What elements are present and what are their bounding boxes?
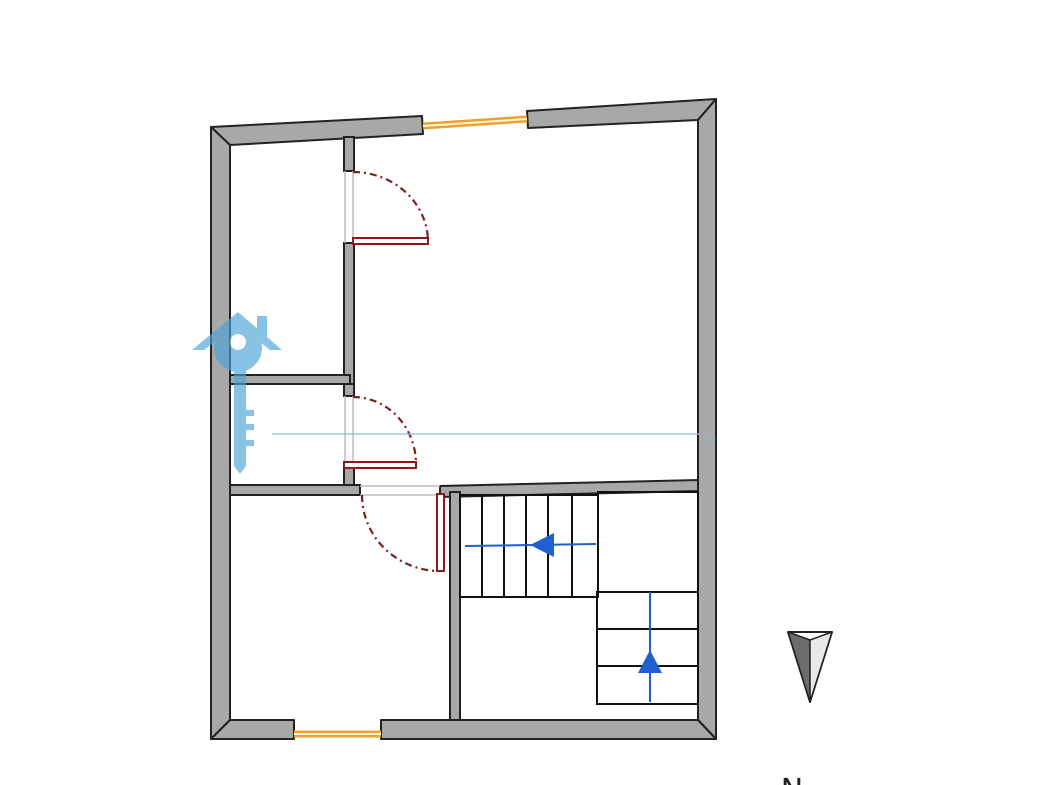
partition-upper-b [343,242,355,386]
watermark: D [192,312,716,474]
door-3 [360,493,445,573]
doors [343,170,445,573]
door-3-leaf [436,493,445,572]
watermark-text: D [704,429,716,448]
arrowhead-up-icon [638,650,662,673]
arrowhead-left-icon [530,533,554,557]
partition-upper-a [343,136,355,172]
wall-left [210,126,231,740]
wall-top-right [526,98,717,129]
door-openings [344,171,440,496]
partition-closet-floor [229,374,351,385]
partition-stair [449,491,461,721]
door-1 [352,170,430,245]
stair-landing [597,491,699,593]
stair-lower-flight [596,591,699,705]
compass-label: N [781,773,803,785]
windows [294,115,528,738]
door-1-leaf [352,237,429,245]
interior-walls [229,136,699,721]
door-2 [343,395,418,469]
stair-arrows [464,533,662,702]
window-top [422,115,528,130]
wall-top-left [210,115,424,146]
outer-walls [210,98,717,740]
partition-middle [343,383,355,397]
wall-right [697,98,717,740]
stair-arrow-upper [464,533,597,557]
stair-arrow-lower [638,592,662,702]
partition-lower-left [229,484,361,496]
house-key-icon [192,312,282,474]
wall-bottom-right [380,719,717,740]
wall-bottom-left [210,719,295,740]
door-2-swing [352,395,418,465]
north-arrow-icon [787,631,833,703]
stairs [459,491,699,705]
door-3-swing [360,494,441,573]
door-2-leaf [343,461,417,469]
door-1-swing [352,170,430,243]
